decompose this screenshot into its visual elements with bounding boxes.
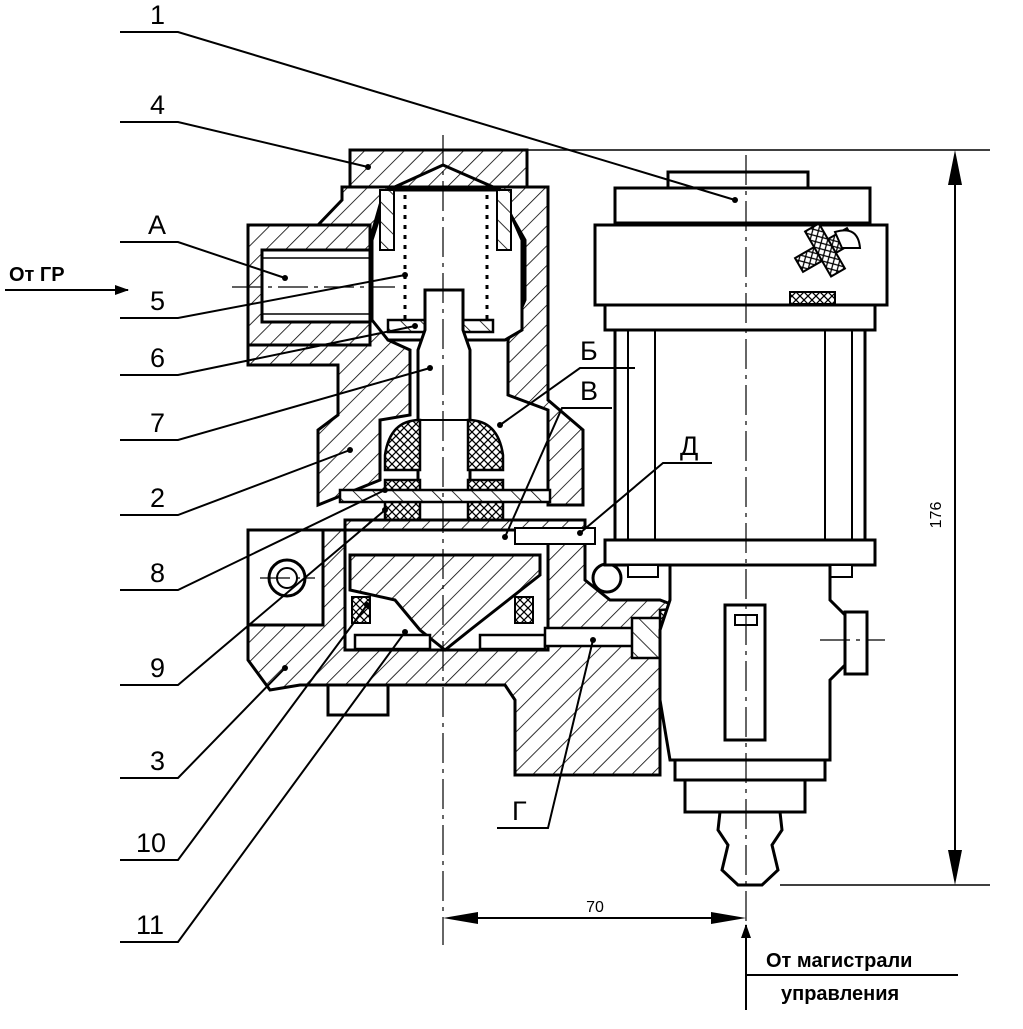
cylinder-part-1 xyxy=(593,170,889,887)
diaphragm-upper-right xyxy=(466,418,505,472)
diaphragm-upper xyxy=(383,418,422,472)
callout-1: 1 xyxy=(150,0,165,30)
leader-lines xyxy=(120,31,736,943)
channel-d xyxy=(514,527,596,545)
callout-3: 3 xyxy=(150,746,165,776)
callout-7: 7 xyxy=(150,408,165,438)
valve-body xyxy=(246,148,714,777)
nut-bottom xyxy=(326,683,390,717)
dimension-height-label: 176 xyxy=(928,502,945,529)
callout-a: А xyxy=(148,210,166,240)
channel-g xyxy=(543,626,637,648)
outlet-label-line2: управления xyxy=(781,983,899,1005)
seat-plate-part-8 xyxy=(338,488,552,504)
dimension-width: 70 xyxy=(443,899,746,924)
callout-9: 9 xyxy=(150,653,165,683)
bolt-right xyxy=(591,562,623,594)
callout-6: 6 xyxy=(150,343,165,373)
inlet-note: От ГР xyxy=(5,264,129,295)
dimension-width-label: 70 xyxy=(586,899,604,916)
callout-d: Д xyxy=(680,431,698,461)
callout-10: 10 xyxy=(136,828,166,858)
callout-labels: 1 4 А 5 6 7 2 8 9 3 10 11 Б В Д Г xyxy=(136,0,698,940)
callout-b: Б xyxy=(580,336,598,366)
centre-lines xyxy=(232,135,885,945)
callout-11: 11 xyxy=(136,910,164,940)
callout-4: 4 xyxy=(150,90,165,120)
valve-seat-part-11 xyxy=(353,633,432,651)
callout-5: 5 xyxy=(150,286,165,316)
outlet-note: От магистрали управления xyxy=(741,924,958,1010)
inlet-bore xyxy=(260,248,372,324)
dimension-height: 176 xyxy=(527,149,990,886)
callout-2: 2 xyxy=(150,483,165,513)
leader-dots xyxy=(282,164,738,671)
callout-g: Г xyxy=(512,796,527,826)
inlet-label: От ГР xyxy=(9,264,65,286)
spring-part-5 xyxy=(379,189,512,320)
outlet-label-line1: От магистрали xyxy=(766,950,912,972)
callout-v: В xyxy=(580,376,598,406)
callout-8: 8 xyxy=(150,558,165,588)
valve-disc-part-10 xyxy=(348,553,542,652)
